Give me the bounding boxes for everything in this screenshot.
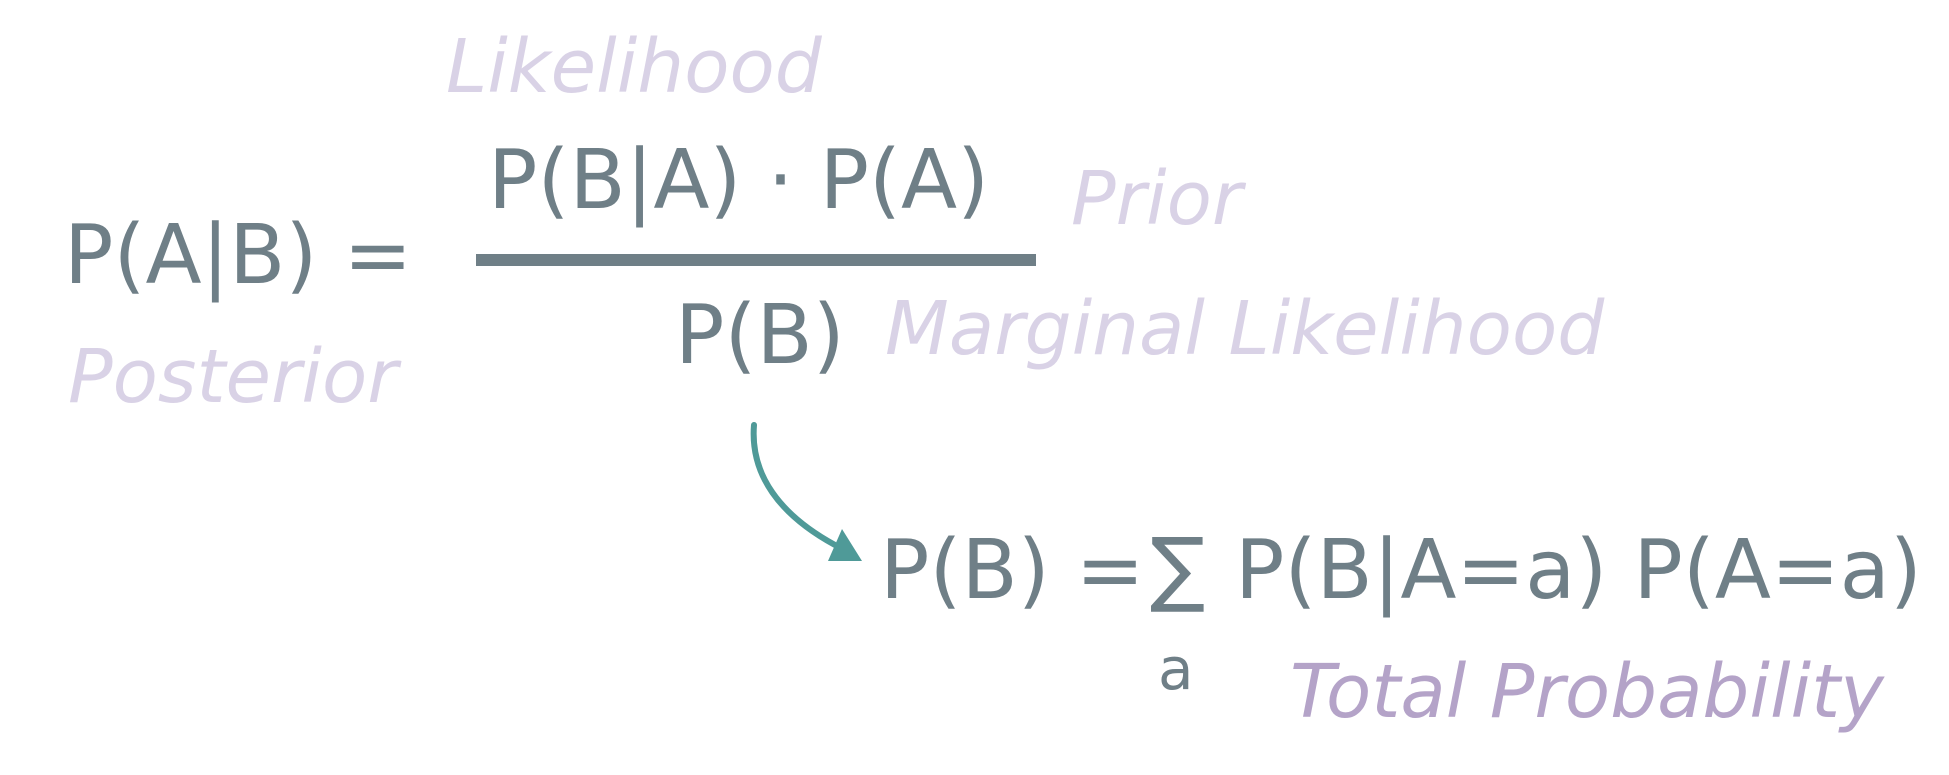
likelihood-label: Likelihood <box>446 24 822 110</box>
fraction-bar <box>476 254 1036 266</box>
arrow-icon <box>750 422 862 561</box>
posterior-label: Posterior <box>68 334 398 420</box>
bayes-denominator: P(B) <box>675 288 845 383</box>
bayes-numerator: P(B|A) · P(A) <box>488 133 990 228</box>
sum-index: a <box>1158 635 1194 703</box>
expansion-lhs: P(B) = <box>880 523 1145 618</box>
total-probability-label: Total Probability <box>1290 649 1884 735</box>
prior-label: Prior <box>1071 156 1243 242</box>
bayes-lhs: P(A|B) = <box>64 208 413 303</box>
expansion-summand: P(B|A=a) P(A=a) <box>1235 523 1922 618</box>
marginal-likelihood-label: Marginal Likelihood <box>885 286 1605 372</box>
sum-symbol: ∑ <box>1150 521 1206 616</box>
